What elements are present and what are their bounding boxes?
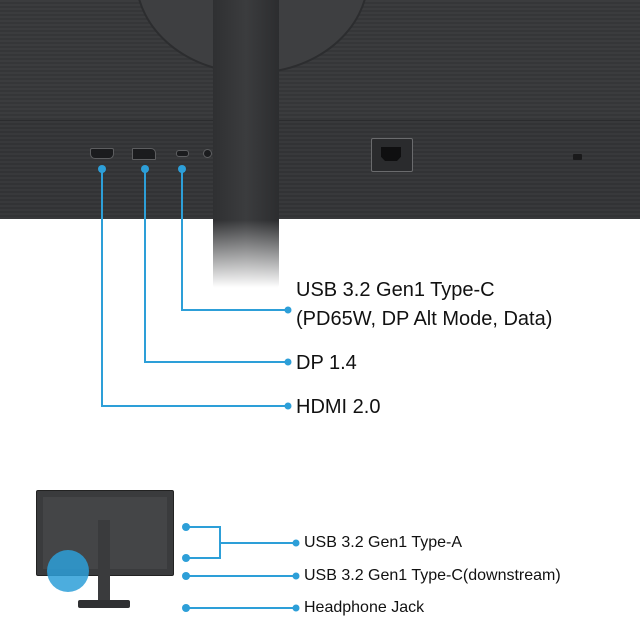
hdmi-label: HDMI 2.0 [296, 396, 381, 418]
usbc-dot [178, 165, 186, 173]
dp-dot [141, 165, 149, 173]
dp-label: DP 1.4 [296, 352, 357, 374]
usba-callout-line [186, 526, 221, 559]
headphone-dot [182, 604, 190, 612]
usba1-dot [182, 523, 190, 531]
usbc-down-end-dot [292, 572, 300, 580]
headphone-end-dot [292, 604, 300, 612]
hdmi-port-icon [90, 148, 114, 159]
hdmi-dot [98, 165, 106, 173]
power-socket-icon [371, 138, 413, 172]
stand-fade [205, 220, 287, 295]
dp-callout-line [144, 170, 285, 363]
kensington-lock-icon [573, 154, 582, 160]
usbc-label: USB 3.2 Gen1 Type-C [296, 279, 495, 301]
usba2-dot [182, 554, 190, 562]
dp-end-dot [284, 358, 292, 366]
usbc-down-dot [182, 572, 190, 580]
usbc-port-icon [176, 150, 189, 157]
usbc-callout-line [181, 170, 285, 311]
usba-end-dot [292, 539, 300, 547]
audio-jack-icon [203, 149, 212, 158]
hdmi-callout-line [101, 170, 285, 407]
side-ports-highlight [47, 550, 89, 592]
mini-stand-base [78, 600, 130, 608]
mini-stand-neck [98, 520, 110, 602]
displayport-port-icon [132, 148, 156, 160]
usbc-end-dot [284, 306, 292, 314]
monitor-rear-panel [0, 0, 640, 219]
io-recess [0, 120, 640, 219]
usbc-down-label: USB 3.2 Gen1 Type-C(downstream) [304, 567, 561, 584]
usbc-spec-label: (PD65W, DP Alt Mode, Data) [296, 308, 553, 330]
headphone-label: Headphone Jack [304, 599, 425, 616]
hdmi-end-dot [284, 402, 292, 410]
usba-label: USB 3.2 Gen1 Type-A [304, 534, 463, 551]
